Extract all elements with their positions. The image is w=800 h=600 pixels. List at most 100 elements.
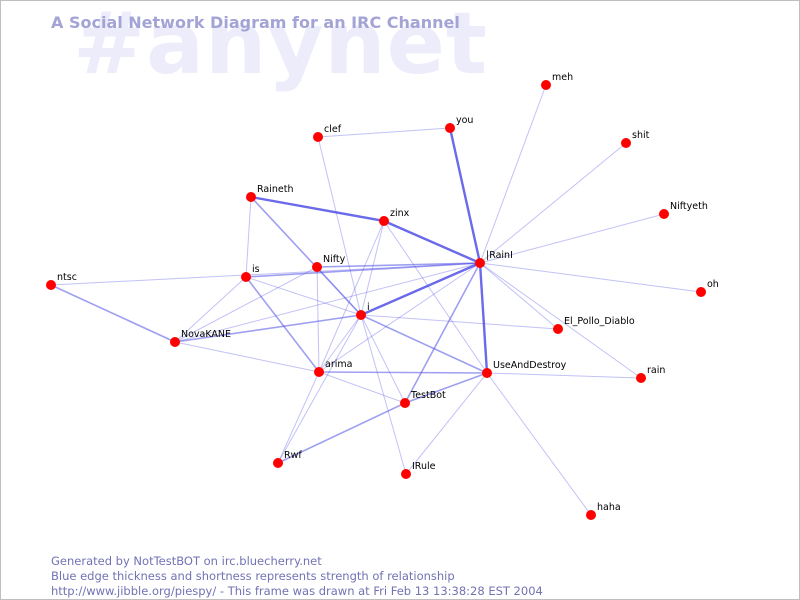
- edge-IRainI-ntsc: [50, 262, 481, 286]
- node-dot: [46, 280, 56, 290]
- edge-is-NovaKANE: [174, 276, 247, 343]
- node-label: NovaKANE: [181, 329, 231, 340]
- node-label: TestBot: [410, 390, 446, 401]
- node-label: IRule: [412, 461, 436, 472]
- node-label: meh: [552, 72, 573, 83]
- node-dot: [621, 138, 631, 148]
- edge-Raineth-is: [245, 196, 252, 278]
- footer-info: Generated by NotTestBOT on irc.bluecherr…: [51, 554, 543, 599]
- node-dot: [401, 469, 411, 479]
- edge-i-El_Pollo_Diablo: [360, 314, 559, 330]
- footer-generated-by: Generated by NotTestBOT on irc.bluecherr…: [51, 554, 322, 568]
- node-label: clef: [324, 124, 342, 135]
- node-label: shit: [632, 130, 650, 141]
- footer-source-link[interactable]: http://www.jibble.org/piespy/ - This fra…: [51, 584, 543, 598]
- edge-i-arima: [318, 314, 362, 373]
- edge-i-IRule: [360, 314, 407, 475]
- edge-ntsc-NovaKANE: [50, 284, 176, 343]
- node-UseAndDestroy: UseAndDestroy: [482, 360, 567, 378]
- node-label: Nifty: [323, 254, 346, 265]
- node-dot: [241, 272, 251, 282]
- edge-Nifty-i: [316, 266, 362, 316]
- node-label: arima: [325, 359, 352, 370]
- node-dot: [475, 258, 485, 268]
- node-dot: [312, 262, 322, 272]
- node-label: zinx: [390, 208, 410, 219]
- edge-Raineth-zinx: [250, 195, 385, 223]
- node-Rwf: Rwf: [273, 450, 302, 468]
- node-zinx: zinx: [379, 208, 410, 226]
- node-label: |RainI: [486, 250, 513, 261]
- edge-IRainI-oh: [479, 262, 702, 293]
- node-dot: [482, 368, 492, 378]
- node-label: UseAndDestroy: [493, 360, 567, 371]
- node-dot: [273, 458, 283, 468]
- node-is: is: [241, 264, 260, 282]
- edge-IRainI-NovaKANE: [174, 262, 481, 343]
- node-label: i: [367, 302, 370, 313]
- node-dot: [379, 216, 389, 226]
- edge-arima-TestBot: [318, 371, 406, 404]
- edge-zinx-i: [360, 220, 385, 316]
- node-label: Niftyeth: [670, 201, 708, 212]
- node-NovaKANE: NovaKANE: [170, 329, 231, 347]
- node-meh: meh: [541, 72, 573, 90]
- node-label: is: [252, 264, 260, 275]
- edge-UseAndDestroy-IRule: [405, 372, 488, 475]
- node-dot: [445, 123, 455, 133]
- node-label: you: [456, 115, 473, 126]
- edge-IRainI-you: [448, 127, 482, 264]
- node-Nifty: Nifty: [312, 254, 346, 272]
- edge-arima-Rwf: [277, 371, 320, 464]
- edge-zinx-arima: [318, 220, 385, 373]
- node-dot: [400, 398, 410, 408]
- edge-i-NovaKANE: [174, 314, 362, 343]
- node-clef: clef: [313, 124, 342, 142]
- edge-i-UseAndDestroy: [360, 314, 488, 374]
- node-oh: oh: [696, 279, 719, 297]
- node-label: rain: [647, 365, 665, 376]
- node-label: ntsc: [57, 272, 77, 283]
- edge-clef-i: [317, 136, 362, 316]
- node-ntsc: ntsc: [46, 272, 77, 290]
- edge-IRainI-is: [245, 262, 481, 278]
- node-label: El_Pollo_Diablo: [564, 316, 635, 327]
- edge-IRainI-Niftyeth: [479, 213, 665, 264]
- node-dot: [696, 287, 706, 297]
- node-you: you: [445, 115, 473, 133]
- edge-IRainI-i: [360, 261, 481, 317]
- edge-UseAndDestroy-rain: [486, 372, 642, 379]
- node-haha: haha: [586, 502, 621, 520]
- node-dot: [170, 337, 180, 347]
- edge-is-arima: [245, 276, 320, 373]
- edge-Raineth-i: [250, 196, 362, 316]
- edge-TestBot-Rwf: [277, 402, 406, 464]
- edge-IRainI-rain: [479, 262, 642, 379]
- edge-UseAndDestroy-TestBot: [404, 372, 488, 404]
- node-dot: [313, 132, 323, 142]
- edge-IRainI-Nifty: [316, 262, 481, 268]
- node-shit: shit: [621, 130, 650, 148]
- edge-IRainI-TestBot: [404, 262, 481, 404]
- edge-UseAndDestroy-arima: [318, 371, 488, 374]
- node-rain: rain: [636, 365, 665, 383]
- edge-IRainI-shit: [479, 142, 627, 264]
- edge-IRainI-UseAndDestroy: [478, 262, 489, 374]
- edge-IRainI-meh: [479, 84, 547, 264]
- node-dot: [636, 373, 646, 383]
- edge-IRainI-El_Pollo_Diablo: [479, 262, 559, 330]
- node-label: Raineth: [257, 184, 293, 195]
- edge-IRainI-zinx: [383, 219, 481, 265]
- diagram-title: A Social Network Diagram for an IRC Chan…: [51, 13, 460, 32]
- edge-NovaKANE-arima: [174, 341, 320, 373]
- node-label: oh: [707, 279, 719, 290]
- node-i: i: [356, 302, 370, 320]
- node-Niftyeth: Niftyeth: [659, 201, 708, 219]
- node-label: haha: [597, 502, 621, 513]
- edge-Nifty-NovaKANE: [174, 266, 318, 343]
- edge-IRainI-arima: [318, 262, 481, 373]
- node-dot: [659, 209, 669, 219]
